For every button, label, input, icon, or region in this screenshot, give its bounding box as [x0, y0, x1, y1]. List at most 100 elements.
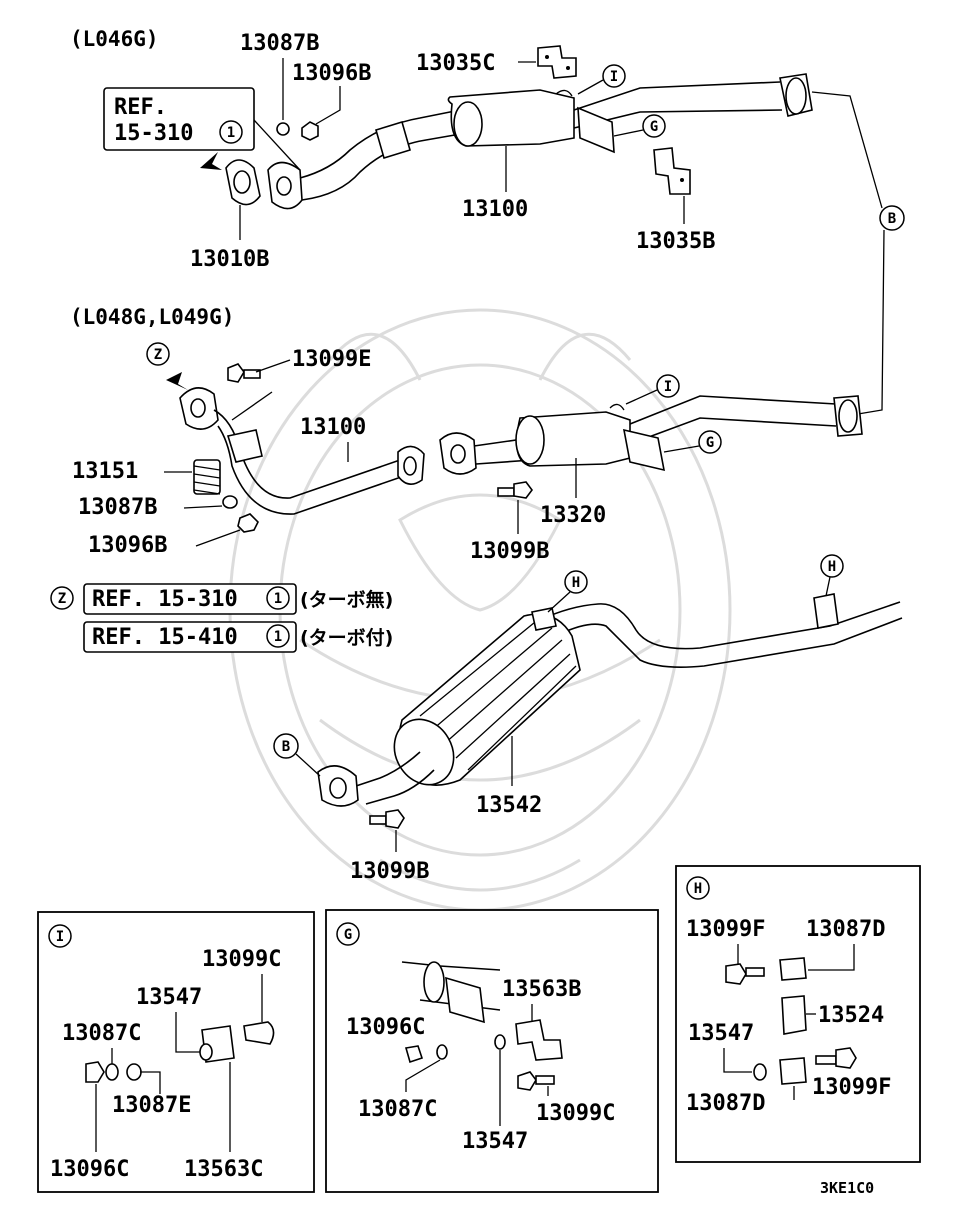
svg-text:G: G [650, 119, 658, 135]
direction-arrow-mid [166, 372, 188, 390]
label-13542: 13542 [476, 793, 542, 818]
ref-z-text: REF. 15-310 [92, 587, 238, 612]
ref-z-num: 1 [274, 591, 282, 607]
label-i-13087e: 13087E [112, 1093, 191, 1118]
svg-text:I: I [610, 69, 618, 85]
marker-g-mid: G [698, 430, 722, 454]
label-13151: 13151 [72, 459, 138, 484]
ref-top-line1: REF. [114, 95, 167, 120]
label-h-13524: 13524 [818, 1003, 884, 1028]
marker-z-mid: Z [146, 342, 170, 366]
label-13099b-mid: 13099B [470, 539, 549, 564]
ref-t-note: (ターボ付) [300, 626, 393, 649]
detail-g-tag: G [344, 927, 352, 943]
bracket-g-13563b [515, 1019, 563, 1061]
label-13087b-mid: 13087B [78, 495, 157, 520]
label-13087b-top: 13087B [240, 31, 319, 56]
nut-13096b-mid [237, 513, 259, 533]
marker-b-right: B [879, 205, 905, 231]
marker-i-mid: I [656, 374, 680, 398]
washer-13087b-top [276, 122, 290, 136]
ref-box-z: REF. 15-310 1 [83, 583, 297, 615]
label-g-13547: 13547 [462, 1129, 528, 1154]
ref-top-line2: 15-310 [114, 121, 193, 146]
svg-text:I: I [664, 379, 672, 395]
bolt-h-13099f-a [725, 963, 747, 985]
group-header-l046g: (L046G) [70, 27, 159, 51]
nut-g-13096c [404, 1045, 424, 1064]
svg-text:B: B [888, 211, 896, 227]
bracket-h-13087d-b [779, 1057, 807, 1085]
front-pipe-13100-top [267, 73, 813, 210]
clamp-h-13524 [781, 995, 807, 1035]
bolt-i-13099c [243, 1021, 275, 1045]
bolt-13099b-bottom [369, 809, 405, 829]
detail-i-tag: I [56, 929, 64, 945]
center-pipe-13320 [439, 395, 863, 475]
ref-box-top: REF. 15-310 1 [103, 87, 255, 151]
label-13100-mid: 13100 [300, 415, 366, 440]
marker-h-right: H [820, 554, 844, 578]
bracket-13035c [537, 45, 577, 79]
label-13100-top: 13100 [462, 197, 528, 222]
svg-text:H: H [572, 575, 580, 591]
ref-top-num: 1 [227, 125, 235, 141]
bolt-g-13099c [517, 1071, 537, 1091]
label-h-13087d-a: 13087D [806, 917, 885, 942]
detail-box-g: G 13563B 13096C 13087C 13547 13099C [325, 909, 659, 1193]
label-13096b-top: 13096B [292, 61, 371, 86]
nut-i-13096c [85, 1061, 105, 1083]
label-h-13099f-b: 13099F [812, 1075, 891, 1100]
label-13096b-mid: 13096B [88, 533, 167, 558]
bracket-13035b [653, 147, 691, 195]
label-i-13547: 13547 [136, 985, 202, 1010]
label-i-13096c: 13096C [50, 1157, 129, 1182]
svg-text:B: B [282, 739, 290, 755]
ref-t-num: 1 [274, 629, 282, 645]
label-13099e: 13099E [292, 347, 371, 372]
label-h-13547: 13547 [688, 1021, 754, 1046]
nut-13096b-top [301, 121, 319, 141]
marker-i-top: I [602, 64, 626, 88]
bolt-h-13099f-b [835, 1047, 857, 1069]
label-i-13087c: 13087C [62, 1021, 141, 1046]
detail-box-i: I 13099C 13547 13087C 13087E 13096C 1356… [37, 911, 315, 1193]
gasket-13010b [225, 159, 261, 206]
bolt-13099e [227, 363, 261, 383]
svg-text:H: H [828, 559, 836, 575]
group-header-l048g-l049g: (L048G,L049G) [70, 305, 234, 329]
svg-text:G: G [706, 435, 714, 451]
detail-box-h: H 13099F 13087D 13524 13547 13099F 13087… [675, 865, 921, 1163]
marker-z-ref: Z [50, 586, 74, 610]
label-g-13563b: 13563B [502, 977, 581, 1002]
label-i-13099c: 13099C [202, 947, 281, 972]
label-13099b-bottom: 13099B [350, 859, 429, 884]
svg-text:Z: Z [154, 347, 162, 363]
bolt-13099b-mid [497, 481, 533, 499]
marker-g-top: G [642, 114, 666, 138]
ref-box-turbo: REF. 15-410 1 [83, 621, 297, 653]
label-g-13096c: 13096C [346, 1015, 425, 1040]
marker-b-left: B [273, 733, 299, 759]
ref-top-num-circle: 1 [219, 120, 243, 144]
main-muffler-13542 [317, 593, 903, 807]
label-h-13099f-a: 13099F [686, 917, 765, 942]
label-13035c: 13035C [416, 51, 495, 76]
direction-arrow-top [200, 152, 222, 170]
label-13010b: 13010B [190, 247, 269, 272]
diagram-code: 3KE1C0 [820, 1179, 874, 1197]
label-i-13563c: 13563C [184, 1157, 263, 1182]
washer-13087b-mid [222, 495, 238, 509]
label-g-13099c: 13099C [536, 1101, 615, 1126]
front-pipe-13100-mid [179, 387, 425, 515]
detail-h-tag: H [694, 881, 702, 897]
label-h-13087d-b: 13087D [686, 1091, 765, 1116]
bracket-h-13087d-a [779, 957, 807, 981]
label-g-13087c: 13087C [358, 1097, 437, 1122]
marker-h-left: H [564, 570, 588, 594]
svg-text:Z: Z [58, 591, 66, 607]
ref-t-text: REF. 15-410 [92, 625, 238, 650]
label-13320: 13320 [540, 503, 606, 528]
